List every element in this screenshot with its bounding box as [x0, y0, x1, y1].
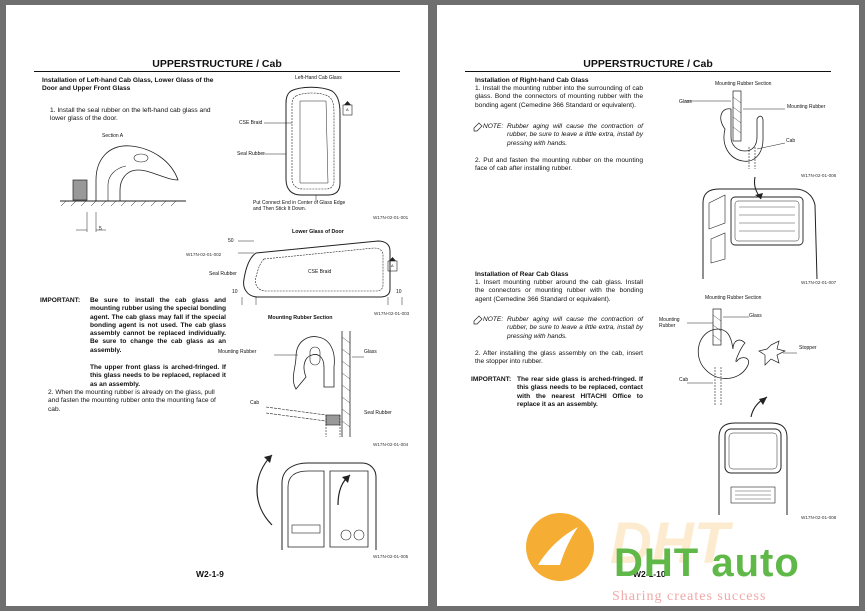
label-cab: Cab — [786, 138, 796, 144]
label-a-2: A — [391, 263, 394, 268]
label-glass: Glass — [679, 99, 692, 105]
fig-code-4: W17N-02-01-004 — [373, 442, 409, 447]
label-glass: Glass — [364, 349, 377, 355]
dht-logo-icon — [526, 513, 594, 581]
dht-logo-letters: DHT — [610, 511, 734, 576]
fig-door-title: Lower Glass of Door — [292, 229, 344, 235]
label-a: A — [346, 107, 349, 112]
cab-rear-view — [702, 176, 818, 280]
label-seal-rubber-3: Seal Rubber — [364, 410, 392, 416]
rh-note: Rubber aging will cause the contraction … — [507, 123, 643, 147]
left-page: UPPERSTRUCTURE / Cab Installation of Lef… — [6, 5, 428, 606]
fig-code-1: W17N-02-01-001 — [373, 215, 409, 220]
fig-left-glass-title: Left-Hand Cab Glass — [295, 75, 342, 81]
page-header: UPPERSTRUCTURE / Cab — [583, 58, 713, 70]
rear-title: Installation of Rear Cab Glass — [475, 271, 569, 278]
label-seal-rubber: Seal Rubber — [237, 151, 265, 157]
door-glass-diagram — [238, 240, 403, 305]
step-2: 2. When the mounting rubber is already o… — [48, 389, 216, 413]
leader-lines-1 — [264, 122, 292, 155]
label-mounting-rubber-2: Mounting Rubber — [659, 317, 680, 329]
fig-code-3: W17N-02-01-008 — [801, 515, 837, 520]
important-text: The rear side glass is arched-fringed. I… — [517, 376, 643, 408]
label-cab: Cab — [250, 400, 260, 406]
rh-title: Installation of Right-hand Cab Glass — [475, 77, 589, 84]
rear-step-1: 1. Insert mounting rubber around the cab… — [475, 279, 643, 303]
fig-mrs2-title: Mounting Rubber Section — [705, 295, 762, 301]
section-a-marker-1 — [342, 101, 353, 116]
label-glass-2: Glass — [749, 313, 762, 319]
fig-code-3: W17N-02-01-003 — [374, 311, 410, 316]
section-title: Installation of Left-hand Cab Glass, Low… — [42, 77, 214, 93]
important-text: Be sure to install the cab glass and mou… — [90, 297, 226, 354]
rh-section-diagram — [685, 90, 786, 169]
label-cse-braid: CSE Braid — [239, 120, 263, 126]
brand-text: DHT auto — [614, 541, 800, 585]
page-header: UPPERSTRUCTURE / Cab — [152, 58, 282, 70]
note-icon-2 — [473, 315, 483, 325]
right-page: UPPERSTRUCTURE / Cab Installation of Rig… — [437, 5, 859, 606]
section-a-marker-2 — [387, 257, 398, 272]
label-mounting-rubber: Mounting Rubber — [787, 104, 826, 110]
dim-10a: 10 — [232, 289, 238, 295]
rear-note: Rubber aging will cause the contraction … — [507, 316, 643, 340]
dim-10b: 10 — [396, 289, 402, 295]
mounting-section-diagram — [265, 331, 364, 437]
left-hand-glass-diagram — [285, 86, 341, 201]
rh-step-1: 1. Install the mounting rubber into the … — [475, 85, 643, 109]
label-cab-2: Cab — [679, 377, 689, 383]
rear-section-diagram — [687, 308, 797, 405]
fig-mrs-title: Mounting Rubber Section — [715, 81, 772, 87]
fig-code-1: W17N-02-01-006 — [801, 173, 837, 178]
header-rule — [34, 71, 400, 72]
fig-code-5: W17N-02-01-005 — [373, 554, 409, 559]
important-label: IMPORTANT: — [471, 376, 512, 383]
header-rule — [465, 71, 831, 72]
dht-auto-watermark: DHT DHT auto Sharing creates success — [520, 505, 860, 609]
page-number: W2-1-10 — [633, 569, 666, 579]
rear-step-2: 2. After installing the glass assembly o… — [475, 350, 643, 366]
dim-5: 5 — [99, 226, 102, 232]
note-connect-end: Put Connect End in Center of Glass Edge … — [253, 200, 346, 212]
rh-step-2: 2. Put and fasten the mounting rubber on… — [475, 157, 643, 173]
important-text-2: The upper front glass is arched-fringed.… — [90, 364, 226, 388]
step-1: 1. Install the seal rubber on the left-h… — [50, 107, 211, 123]
section-a-diagram — [60, 145, 186, 232]
label-seal-rubber-2: Seal Rubber — [209, 271, 237, 277]
fig-code-2: W17N-02-01-002 — [186, 252, 222, 257]
label-cse-braid-2: CSE Braid — [308, 269, 332, 275]
fig-mount-title: Mounting Rubber Section — [268, 315, 333, 321]
important-label: IMPORTANT: — [40, 297, 81, 304]
section-a-label: Section A — [102, 133, 124, 139]
dim-50: 50 — [228, 238, 234, 244]
note-label: NOTE: — [483, 123, 504, 130]
label-mounting-rubber: Mounting Rubber — [218, 349, 257, 355]
note-icon — [473, 122, 483, 132]
note-label-2: NOTE: — [483, 316, 504, 323]
cab-drawing-left — [256, 454, 377, 550]
brand-slogan: Sharing creates success — [612, 589, 767, 604]
svg-text:DHT: DHT — [610, 511, 734, 576]
label-stopper: Stopper — [799, 345, 817, 351]
page-number: W2-1-9 — [196, 569, 224, 579]
cab-back-view — [718, 396, 788, 515]
fig-code-2: W17N-02-01-007 — [801, 280, 837, 285]
